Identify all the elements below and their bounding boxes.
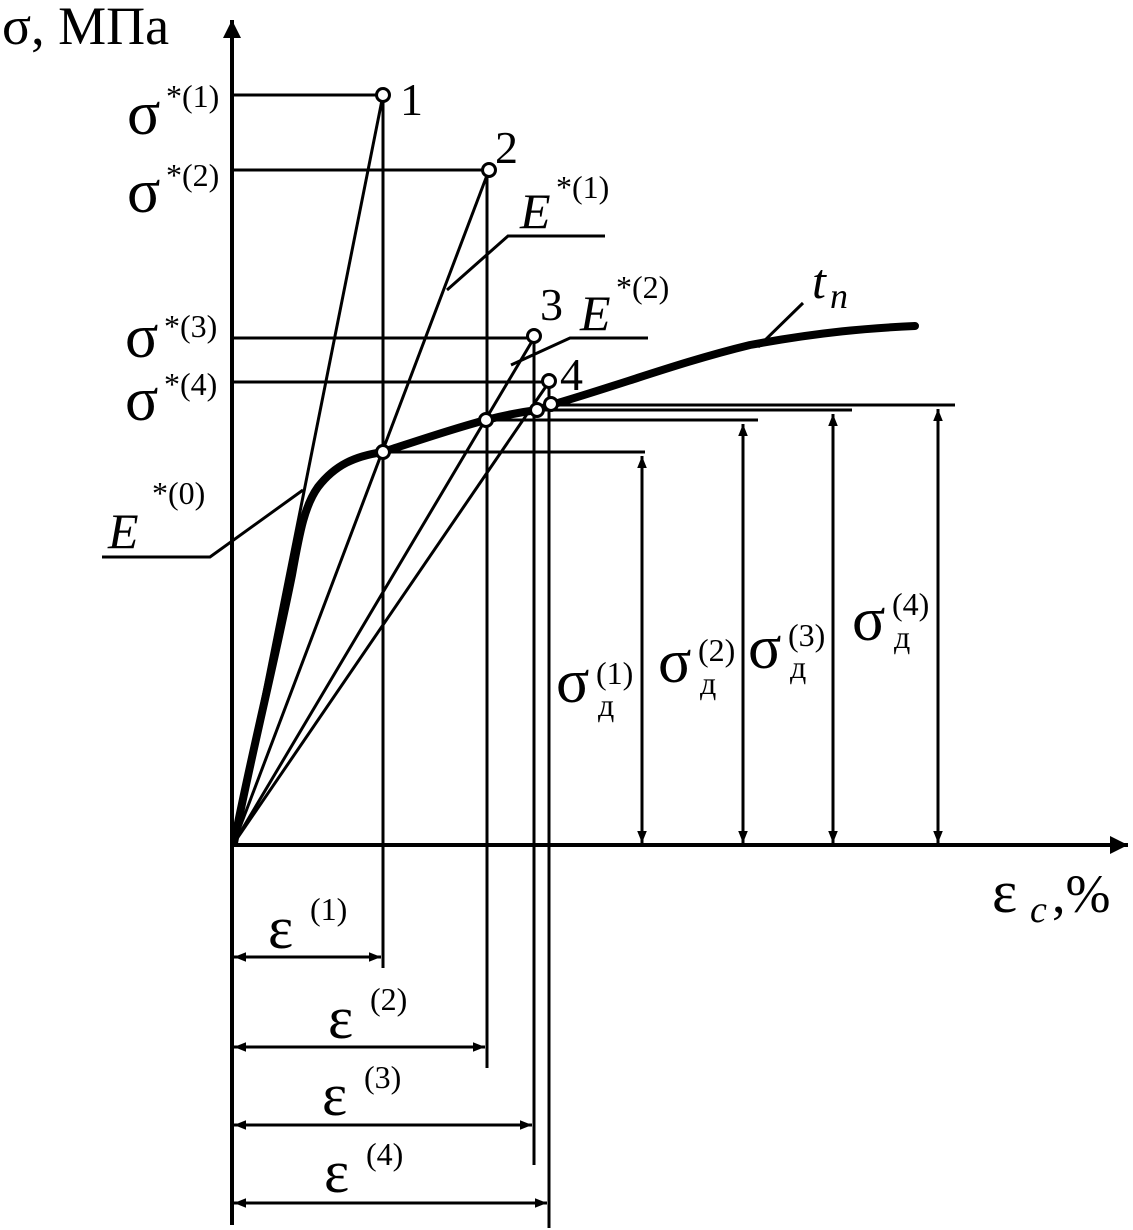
- sigma-star-3-symbol: σ: [125, 303, 158, 371]
- sigma-d-4-symbol: σ: [852, 586, 885, 654]
- epsilon-4-label: ε (4): [324, 1136, 403, 1205]
- epsilon-1-label: ε (1): [268, 891, 347, 961]
- E-star-0-superscript: *(0): [152, 475, 205, 511]
- sigma-star-3-superscript: *(3): [164, 308, 217, 344]
- sigma-star-4-label: σ *(4): [125, 366, 217, 434]
- point-1-label: 1: [400, 74, 423, 125]
- sigma-d-2-label: σ (2) д: [658, 628, 735, 701]
- point-2-marker: [481, 162, 497, 178]
- E-star-2-leader: [510, 336, 648, 367]
- sigma-d-2-subscript: д: [700, 665, 716, 701]
- x-axis-unit: ,%: [1052, 864, 1110, 924]
- x-axis-title: ε c ,%: [992, 859, 1110, 931]
- E-star-0-symbol: E: [107, 503, 139, 559]
- E-star-0-label: E *(0): [107, 475, 205, 559]
- E-star-2-symbol: E: [579, 285, 611, 341]
- x-axis-subscript: c: [1030, 889, 1047, 931]
- epsilon-2-symbol: ε: [328, 985, 353, 1051]
- sigma-d-2-symbol: σ: [658, 628, 691, 696]
- E-star-1-leader: [446, 234, 605, 292]
- epsilon-2-superscript: (2): [370, 981, 407, 1017]
- x-axis-symbol: ε: [992, 859, 1017, 925]
- sigma-d-3-superscript: (3): [788, 617, 825, 653]
- sigma-d-1-superscript: (1): [596, 655, 633, 691]
- point-3-marker: [526, 328, 542, 344]
- epsilon-2-label: ε (2): [328, 981, 407, 1051]
- E-star-2-label: E *(2): [579, 269, 669, 341]
- epsilon-4-symbol: ε: [324, 1139, 349, 1205]
- secant-line-4: [232, 381, 551, 844]
- curve-point-4-marker: [543, 396, 559, 412]
- sigma-star-1-symbol: σ: [127, 80, 160, 148]
- epsilon-3-label: ε (3): [322, 1059, 401, 1128]
- E-star-2-superscript: *(2): [616, 269, 669, 305]
- point-4-marker: [541, 373, 557, 389]
- sigma-star-4-superscript: *(4): [164, 366, 217, 402]
- curve-point-3-marker: [529, 402, 545, 418]
- sigma-star-4-symbol: σ: [125, 366, 158, 434]
- epsilon-3-superscript: (3): [364, 1059, 401, 1095]
- secant-line-2: [232, 169, 491, 844]
- curve-label-leader: [756, 301, 805, 349]
- point-4-label: 4: [560, 349, 583, 400]
- point-2-label: 2: [495, 122, 518, 173]
- epsilon-4-superscript: (4): [366, 1136, 403, 1172]
- curve-point-1-marker: [375, 444, 391, 460]
- E-star-0-leader: [102, 488, 304, 559]
- E-star-1-superscript: *(1): [556, 169, 609, 205]
- curve-label: t n: [812, 253, 848, 316]
- point-1-marker: [375, 87, 391, 103]
- point-3-label: 3: [540, 279, 563, 330]
- sigma-star-2-superscript: *(2): [166, 157, 219, 193]
- sigma-d-4-label: σ (4) д: [852, 586, 929, 655]
- sigma-star-1-superscript: *(1): [166, 78, 219, 114]
- curve-label-n: n: [830, 276, 848, 316]
- sigma-d-1-symbol: σ: [556, 648, 589, 716]
- sigma-d-4-subscript: д: [894, 619, 910, 655]
- sigma-d-1-label: σ (1) д: [556, 648, 633, 723]
- curve-point-2-marker: [478, 412, 494, 428]
- sigma-d-4-superscript: (4): [892, 586, 929, 622]
- sigma-d-3-label: σ (3) д: [748, 614, 825, 685]
- E-star-1-label: E *(1): [519, 169, 609, 239]
- y-axis-title: σ, МПа: [2, 0, 169, 56]
- sigma-star-1-label: σ *(1): [127, 78, 219, 148]
- E-star-1-symbol: E: [519, 183, 551, 239]
- sigma-d-3-symbol: σ: [748, 614, 781, 682]
- sigma-d-1-subscript: д: [598, 687, 614, 723]
- curve-label-t: t: [812, 253, 827, 309]
- epsilon-3-symbol: ε: [322, 1062, 347, 1128]
- epsilon-1-superscript: (1): [310, 891, 347, 927]
- sigma-d-3-subscript: д: [790, 649, 806, 685]
- sigma-star-2-symbol: σ: [127, 158, 160, 226]
- sigma-star-2-label: σ *(2): [127, 157, 219, 226]
- epsilon-1-symbol: ε: [268, 895, 293, 961]
- stress-strain-curve: [230, 322, 919, 847]
- sigma-d-2-superscript: (2): [698, 632, 735, 668]
- sigma-star-3-label: σ *(3): [125, 303, 217, 371]
